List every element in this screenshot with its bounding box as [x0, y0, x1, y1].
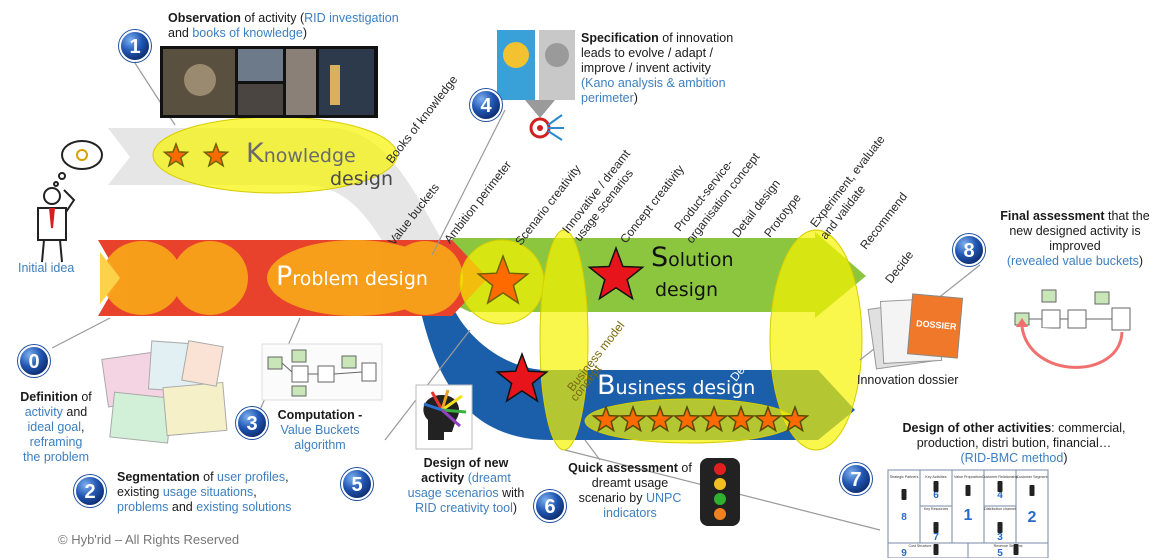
bmc-traffic-light-icon: [997, 481, 1003, 492]
bmc-number: 8: [901, 512, 907, 523]
step6-text: Quick assessment of dreamt usage scenari…: [568, 461, 692, 520]
initial-arrow-tip: [100, 252, 120, 304]
bmc-header: Customer Segment: [1017, 475, 1048, 479]
problem-circles: [102, 240, 463, 316]
business-small-star: [645, 404, 675, 433]
business-small-star: [726, 404, 756, 433]
innovation-dossier-label: Innovation dossier: [857, 373, 959, 387]
bmc-header: Key Activities: [925, 475, 946, 479]
bmc-header: Customer Relationship: [982, 475, 1018, 479]
creativity-star: [476, 253, 530, 305]
knowledge-star: [162, 141, 190, 168]
bmc-traffic-light-icon: [933, 544, 939, 555]
bmc-traffic-light-icon: [933, 522, 939, 533]
bmc-canvas: [887, 469, 1049, 558]
bmc-sub-header: Distribution channel: [984, 507, 1016, 511]
step-badge-1: 1: [118, 29, 152, 63]
bmc-traffic-light-icon: [997, 522, 1003, 533]
computation-diagram: [261, 343, 383, 401]
step-badges: 0 1 2 3 4 5 6 7 8: [17, 29, 986, 523]
bmc-number: 2: [1028, 509, 1037, 526]
bmc-sub-header: Revenue Streams: [994, 544, 1023, 548]
creativity-head-icon: [415, 384, 473, 450]
segmentation-photos: [101, 340, 228, 444]
step3-text: Computation - Value Buckets algorithm: [277, 408, 363, 452]
step1-text: Observation of activity (RID investigati…: [168, 11, 399, 40]
dossier-icon: [867, 293, 964, 370]
bmc-number: 1: [964, 507, 973, 524]
step-badge-7: 7: [839, 462, 873, 496]
step-badge-6: 6: [533, 489, 567, 523]
business-small-star: [672, 404, 702, 433]
svg-text:0: 0: [28, 351, 39, 373]
bmc-traffic-lights: [901, 481, 1035, 555]
business-small-star: [780, 404, 810, 433]
final-assessment-diagram: [1014, 289, 1131, 369]
svg-text:2: 2: [84, 481, 95, 503]
bmc-traffic-light-icon: [933, 481, 939, 492]
problem-title: Problem design: [276, 261, 428, 292]
bmc-text: Strategic Partners Key Activities Value Pr…: [890, 475, 1048, 558]
step-badge-3: 3: [235, 406, 269, 440]
svg-text:1: 1: [129, 36, 140, 58]
knowledge-star: [202, 141, 230, 168]
svg-text:3: 3: [246, 413, 257, 435]
bmc-number: 7: [933, 532, 939, 543]
business-small-star: [591, 404, 621, 433]
svg-text:4: 4: [480, 95, 492, 117]
step5-text: Design of new activity (dreamt usage sce…: [407, 456, 525, 515]
svg-text:7: 7: [850, 469, 861, 491]
business-small-star: [753, 404, 783, 433]
step8-text: Final assessment that the new designed a…: [1000, 209, 1150, 268]
svg-text:8: 8: [963, 240, 974, 262]
knowledge-title-line2: design: [330, 168, 394, 190]
traffic-light-icon: [700, 458, 740, 526]
stars: [162, 141, 810, 433]
knowledge-title: Knowledge: [246, 138, 356, 169]
solution-title: Solution: [651, 242, 734, 273]
solution-star: [587, 245, 645, 301]
observation-photos: [160, 46, 378, 118]
bmc-sub-header: Key Resources: [924, 507, 949, 511]
bmc-traffic-light-icon: [1029, 485, 1035, 496]
business-small-star: [618, 404, 648, 433]
bmc-traffic-light-icon: [901, 489, 907, 500]
specification-images: [497, 30, 575, 141]
step-badge-0: 0: [17, 344, 51, 378]
step-badge-8: 8: [952, 233, 986, 267]
step-badge-2: 2: [73, 474, 107, 508]
bmc-number: 9: [901, 548, 907, 558]
business-small-star: [699, 404, 729, 433]
copyright: © Hyb'rid – All Rights Reserved: [58, 532, 240, 547]
step-badge-4: 4: [469, 88, 503, 122]
svg-text:5: 5: [351, 474, 362, 496]
solution-title-line2: design: [655, 279, 719, 301]
svg-text:6: 6: [544, 496, 555, 518]
step2-text: Segmentation of user profiles, existing …: [117, 470, 292, 514]
bmc-number: 5: [997, 548, 1003, 558]
bmc-number: 6: [933, 490, 939, 501]
yellow-ellipses: [152, 116, 863, 451]
bmc-number: 3: [997, 532, 1003, 543]
initial-idea-label: Initial idea: [18, 261, 75, 275]
bmc-traffic-light-icon: [1013, 544, 1019, 555]
bmc-sub-header: Cost Structure: [909, 544, 932, 548]
bmc-header: Value Proposition: [954, 475, 982, 479]
bmc-traffic-light-icon: [965, 485, 971, 496]
step4-text: Specification of innovation leads to evo…: [581, 31, 734, 105]
step-badge-5: 5: [340, 467, 374, 501]
bmc-number: 4: [997, 490, 1003, 501]
business-star: [495, 351, 549, 403]
business-title: Business design: [597, 370, 756, 401]
bmc-header: Strategic Partners: [890, 475, 919, 479]
step7-text: Design of other activities: commercial, …: [902, 421, 1126, 465]
thinking-person: [37, 140, 103, 263]
step0-text: Definition of activity and ideal goal, r…: [20, 390, 92, 464]
